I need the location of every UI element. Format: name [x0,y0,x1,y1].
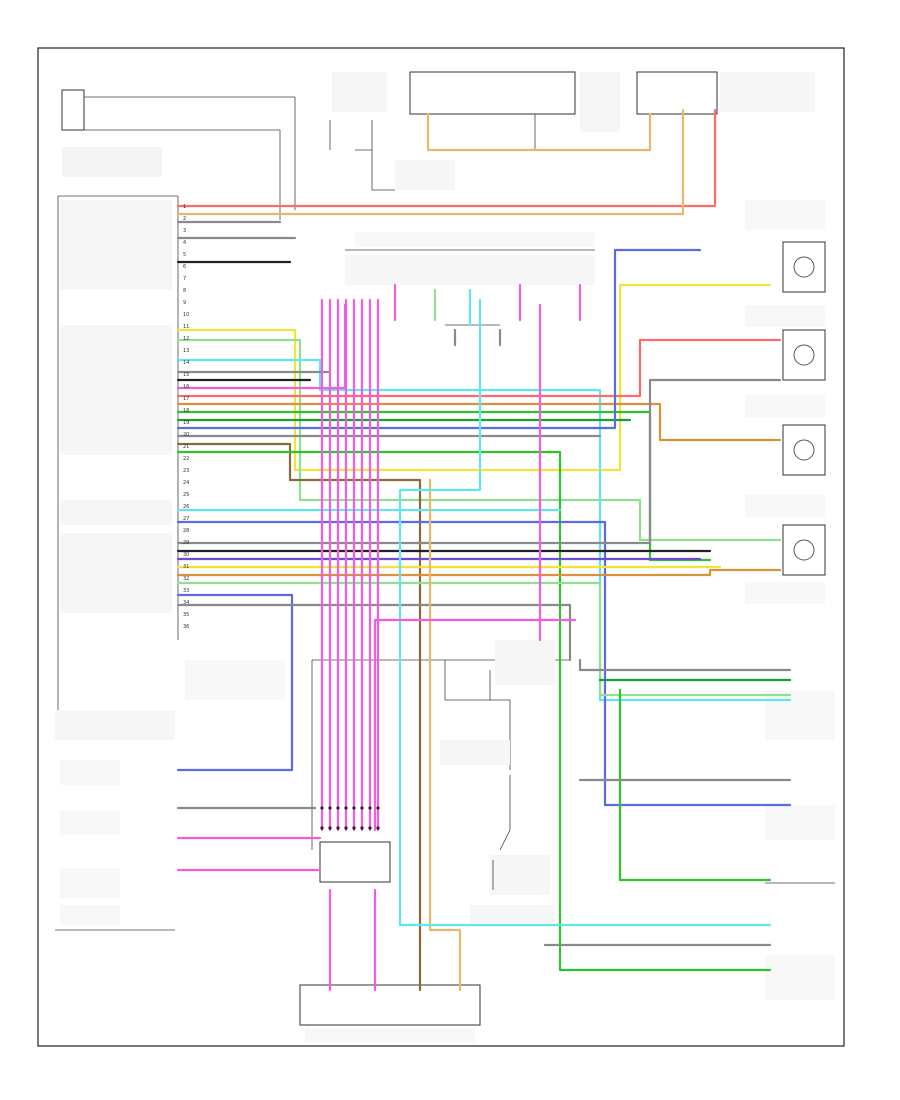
wire-green-15 [176,410,712,562]
pin-number: 12 [183,336,189,342]
pin-number: 28 [183,528,189,534]
pin-number: 33 [183,588,189,594]
connector-dot [368,826,372,830]
pin-number: 34 [183,600,189,606]
pin-number: 9 [183,300,186,306]
center-switches [440,640,555,923]
pin-number: 21 [183,444,189,450]
connector-dot [352,826,356,830]
pin-number: 22 [183,456,189,462]
right-wheel-sensors [745,200,835,1000]
wire-tan-2 [176,108,685,216]
wire-brown-19 [176,442,422,992]
pin-number: 17 [183,396,189,402]
pin-number: 2 [183,216,186,222]
connector-dot [360,826,364,830]
wire-blue-17 [176,248,702,430]
pin-number: 11 [183,324,189,330]
connector-dot [320,806,324,810]
pin-number: 20 [183,432,189,438]
wire-blue-22 [176,520,792,807]
connector-dot [344,826,348,830]
connector-dot [376,826,380,830]
pin-number: 3 [183,228,186,234]
pin-number: 30 [183,552,189,558]
pin-number: 8 [183,288,186,294]
connector-dot [344,806,348,810]
pin-number: 27 [183,516,189,522]
wire-pink-44 [373,618,577,832]
pin-number: 14 [183,360,189,366]
wire-light_blue-9 [176,358,792,702]
connector-dot [368,806,372,810]
wire-tan-3 [426,112,652,152]
pin-number: 26 [183,504,189,510]
wire-light_blue-37 [398,298,772,927]
connector-dot [360,806,364,810]
pin-number: 31 [183,564,189,570]
top-modules [329,71,815,191]
wire-orange-14 [176,402,782,442]
bottom-modules [55,659,570,1043]
pin-number: 10 [183,312,189,318]
pin-number: 16 [183,384,189,390]
connector-dot [336,806,340,810]
diagram-frame [37,47,845,1047]
pin-number: 32 [183,576,189,582]
wire-red-13 [176,338,782,398]
pin-number: 29 [183,540,189,546]
connector-dot [336,826,340,830]
pin-number: 4 [183,240,186,246]
connector-dot [352,806,356,810]
pin-number: 7 [183,276,186,282]
pin-number: 6 [183,264,186,270]
wire-gray-38 [578,658,792,672]
pin-number: 18 [183,408,189,414]
pin-number: 5 [183,252,186,258]
wire-yellow-7 [176,283,772,472]
wire-light_green-8 [176,338,782,542]
connector-dot [320,826,324,830]
pin-number: 23 [183,468,189,474]
wire-tan-36 [428,478,462,992]
center-control-module [345,232,595,326]
wire-light_green-28 [176,581,792,697]
pin-number: 35 [183,612,189,618]
wire-blue-29 [176,593,294,772]
pin-number: 13 [183,348,189,354]
pin-number: 15 [183,372,189,378]
connector-dots [320,806,380,830]
wire-gray-23 [176,378,782,545]
wire-green-20 [176,450,772,972]
top-left-fuse-block [61,89,296,220]
connector-pin-column: 1234567891011121314151617181920212223242… [183,204,189,630]
wire-gray-30 [176,603,572,662]
pin-number: 19 [183,420,189,426]
wire-red-1 [176,108,717,208]
connector-dot [328,806,332,810]
left-module-connector [55,195,285,740]
wire-harness [176,108,792,992]
wire-green-40 [618,688,772,882]
connector-dot [376,806,380,810]
pin-number: 25 [183,492,189,498]
pin-number: 24 [183,480,189,486]
pin-number: 1 [183,204,186,210]
connector-dot [328,826,332,830]
wire-orange-27 [176,568,782,577]
pin-number: 36 [183,624,189,630]
